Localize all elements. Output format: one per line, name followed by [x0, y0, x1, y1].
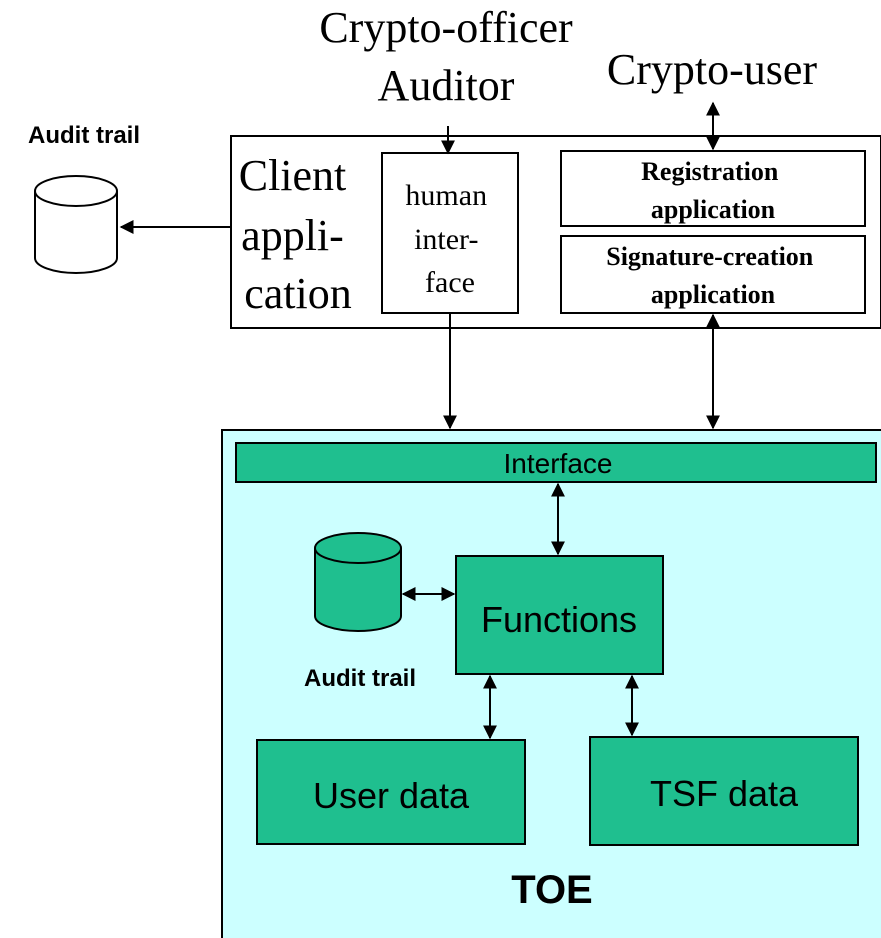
- interface-bar: [235, 442, 877, 483]
- functions-box: [455, 555, 664, 675]
- user-data-box: [256, 739, 526, 845]
- client-application-label: Client appli- cation: [239, 151, 358, 318]
- registration-application-label: Registration application: [641, 157, 785, 224]
- tsf-data-box: [589, 736, 859, 846]
- signature-creation-application-box: [560, 235, 866, 314]
- signature-creation-application-label: Signature-creation application: [606, 242, 820, 309]
- registration-application-box: [560, 150, 866, 227]
- human-interface-box: [381, 152, 519, 314]
- functions-label: Functions: [481, 599, 637, 640]
- human-interface-label: human inter- face: [405, 179, 494, 299]
- crypto-officer-label: Crypto-officer: [319, 3, 573, 52]
- external-audit-trail-label: Audit trail: [28, 122, 140, 149]
- internal-audit-trail-database-icon: [314, 532, 402, 632]
- interface-label: Interface: [504, 448, 613, 479]
- tsf-data-label: TSF data: [650, 773, 799, 814]
- user-data-label: User data: [313, 775, 470, 816]
- crypto-user-label: Crypto-user: [607, 45, 818, 94]
- external-audit-trail-database-icon: [34, 175, 118, 274]
- internal-audit-trail-label: Audit trail: [304, 665, 416, 692]
- auditor-label: Auditor: [378, 61, 515, 110]
- toe-label: TOE: [511, 868, 593, 912]
